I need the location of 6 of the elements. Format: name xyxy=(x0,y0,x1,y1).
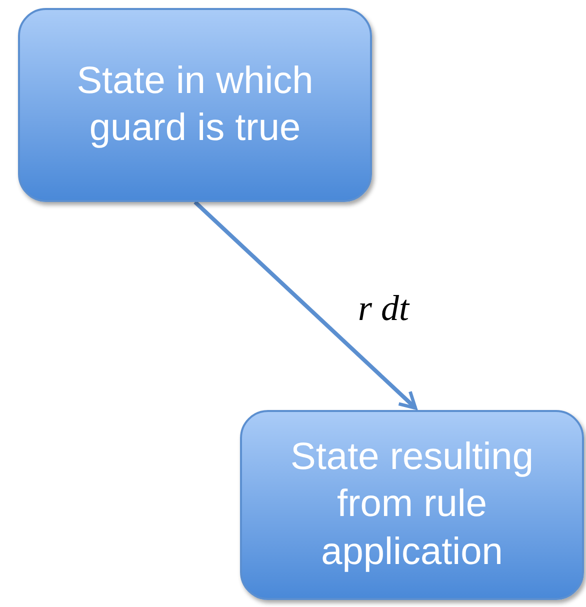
state-label: State resulting from rule application xyxy=(290,434,534,575)
edge-label: r dt xyxy=(358,290,410,326)
arrow xyxy=(194,200,418,410)
state-label: State in which guard is true xyxy=(76,58,314,151)
state-box xyxy=(18,8,372,202)
state-box xyxy=(240,410,584,600)
